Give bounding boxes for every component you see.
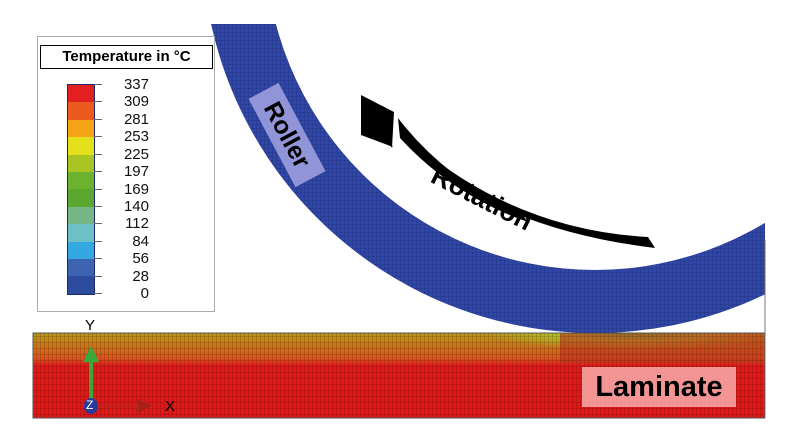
color-band bbox=[68, 224, 94, 242]
color-band bbox=[68, 154, 94, 173]
legend-tick-label: 197 bbox=[123, 163, 149, 181]
legend-tick bbox=[94, 171, 102, 173]
legend-tick bbox=[94, 118, 102, 120]
legend-frame bbox=[37, 36, 215, 312]
color-band bbox=[68, 206, 94, 225]
axis-y-label: Y bbox=[85, 317, 96, 334]
legend-tick bbox=[94, 84, 102, 85]
legend-tick bbox=[94, 293, 102, 294]
legend-tick-label: 28 bbox=[132, 267, 149, 285]
color-band bbox=[68, 137, 94, 155]
color-band bbox=[68, 241, 94, 260]
color-band bbox=[68, 259, 94, 277]
rotation-arrow-icon bbox=[361, 95, 655, 248]
legend-tick-label: 84 bbox=[132, 232, 149, 250]
laminate-label: Laminate bbox=[582, 367, 736, 407]
legend-tick bbox=[94, 136, 102, 138]
roller-body bbox=[211, 24, 765, 333]
legend-tick bbox=[94, 240, 102, 242]
legend-tick-label: 337 bbox=[123, 76, 149, 93]
legend-tick-label: 0 bbox=[140, 285, 149, 302]
legend-tick bbox=[94, 275, 102, 277]
legend-tick-label: 56 bbox=[132, 250, 149, 268]
legend-tick-label: 169 bbox=[123, 180, 149, 198]
legend-tick bbox=[94, 188, 102, 190]
axis-x-label: X bbox=[165, 398, 176, 415]
legend-title: Temperature in °C bbox=[40, 45, 213, 69]
color-band bbox=[68, 102, 94, 120]
legend-tick bbox=[94, 153, 102, 155]
legend-tick-label: 140 bbox=[123, 197, 149, 215]
legend-tick-label: 253 bbox=[123, 128, 149, 146]
color-band bbox=[68, 85, 94, 103]
legend-tick bbox=[94, 205, 102, 207]
legend-tick bbox=[94, 101, 102, 103]
color-bar bbox=[67, 84, 95, 295]
color-band bbox=[68, 119, 94, 138]
color-band bbox=[68, 276, 94, 294]
legend-tick-label: 112 bbox=[125, 215, 149, 233]
legend-tick-label: 309 bbox=[123, 93, 149, 111]
color-band bbox=[68, 189, 94, 207]
legend-tick-label: 281 bbox=[123, 110, 149, 128]
axes-triad bbox=[83, 346, 152, 414]
axis-z-label: Z bbox=[86, 398, 94, 412]
legend-tick bbox=[94, 258, 102, 260]
legend-tick bbox=[94, 223, 102, 225]
legend-tick-label: 225 bbox=[123, 145, 149, 163]
color-band bbox=[68, 172, 94, 190]
